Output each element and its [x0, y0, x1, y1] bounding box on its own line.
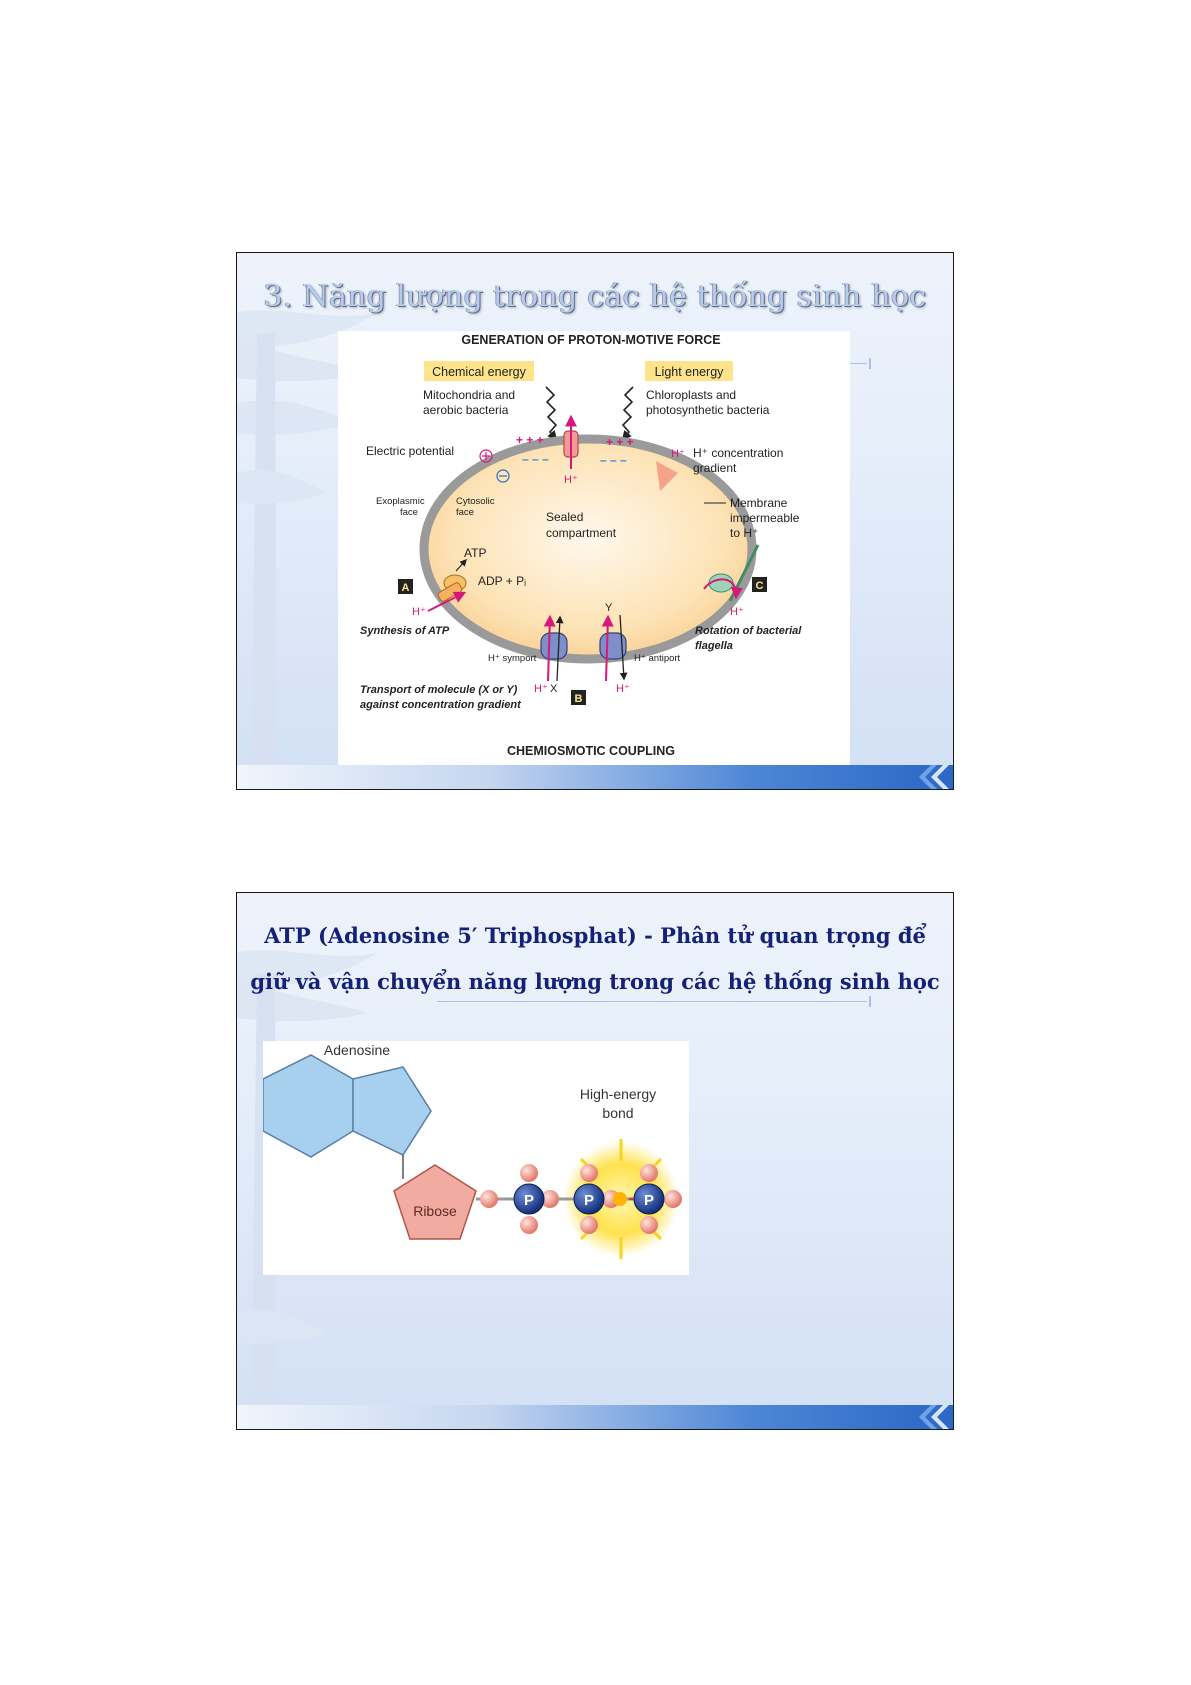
beta-phosphate-label: P: [584, 1192, 594, 1209]
membrane-line2: impermeable: [730, 511, 800, 525]
h-a-label: H⁺: [412, 606, 426, 618]
label-b-box: [571, 690, 586, 705]
transport-line2: against concentration gradient: [360, 699, 522, 711]
chevron-left-icon: [919, 1405, 949, 1429]
label-c-box: [752, 577, 767, 592]
gamma-phosphate: [633, 1183, 665, 1215]
ribose-label: Ribose: [413, 1203, 457, 1219]
beta-phosphate: [573, 1183, 605, 1215]
alpha-phosphate-label: P: [524, 1192, 534, 1209]
light-energy-box: [645, 361, 733, 381]
symport-label: H⁺ symport: [488, 653, 537, 664]
slide-title-line2: giữ và vận chuyển năng lượng trong các h…: [250, 969, 940, 994]
h-top-label: H⁺: [564, 474, 578, 486]
adenosine-label: Adenosine: [324, 1042, 390, 1058]
light-energy-label: Light energy: [655, 365, 725, 379]
chemical-sources-line2: aerobic bacteria: [423, 403, 509, 417]
slide-title: ATP (Adenosine 5′ Triphosphat) - Phân tử…: [237, 913, 953, 1005]
bond-cleavage-point: [613, 1192, 627, 1206]
atp-synthase-stalk: [437, 582, 463, 602]
slide-bottom-bar: [237, 765, 953, 789]
rotation-line2: flagella: [695, 640, 733, 652]
sealed-line1: Sealed: [546, 510, 583, 524]
light-sources-line2: photosynthetic bacteria: [646, 403, 770, 417]
antiport-proton-arrow: [601, 614, 614, 682]
symport-transporter: [540, 632, 568, 660]
concentration-line2: gradient: [693, 461, 737, 475]
x-label: X: [550, 683, 558, 695]
symport-x-arrow: [555, 615, 564, 682]
label-b: B: [575, 693, 583, 705]
adenine-pentagon: [352, 1066, 432, 1156]
gradient-wedge-icon: [656, 461, 678, 491]
membrane-line1: Membrane: [730, 496, 788, 510]
antiport-y-arrow: [619, 614, 628, 681]
slide-energy-systems: 3. Năng lượng trong các hệ thống sinh họ…: [236, 252, 954, 790]
plus-charges-right: + + +: [606, 435, 634, 449]
label-a: A: [402, 582, 410, 594]
atp-proton-arrow: [427, 591, 467, 612]
chemical-energy-label: Chemical energy: [432, 365, 527, 379]
adp-label: ADP + Pᵢ: [478, 574, 526, 588]
rotation-line1: Rotation of bacterial: [695, 625, 802, 637]
y-label: Y: [605, 602, 613, 614]
concentration-line1: H⁺ concentration: [693, 446, 783, 460]
bond-label-line2: bond: [602, 1105, 633, 1121]
chemical-energy-box: [424, 361, 534, 381]
ribose-pentagon: [393, 1164, 477, 1240]
symport-proton-arrow: [543, 614, 556, 682]
chemical-energy-arrow: [545, 386, 558, 441]
label-c: C: [756, 580, 764, 592]
exoplasmic-line2: face: [400, 507, 418, 518]
synthesis-label: Synthesis of ATP: [360, 625, 450, 637]
exoplasmic-line1: Exoplasmic: [376, 496, 425, 507]
flagellar-motor: [708, 573, 734, 593]
plus-sign-icon: [479, 449, 493, 463]
electric-potential-label: Electric potential: [366, 444, 454, 458]
proton-motive-force-figure: GENERATION OF PROTON-MOTIVE FORCE Chemic…: [338, 331, 850, 767]
chemical-sources-line1: Mitochondria and: [423, 388, 515, 402]
gamma-phosphate-label: P: [644, 1192, 654, 1209]
plus-sign-icon-mark: [482, 452, 490, 460]
label-a-box: [398, 579, 413, 594]
slide-bottom-bar: [237, 1405, 953, 1429]
title-underline: [437, 996, 871, 1007]
sealed-compartment-membrane: [419, 434, 757, 664]
chevron-left-icon: [919, 765, 949, 789]
h-b-label: H⁺: [616, 683, 630, 695]
figure-footer: CHEMIOSMOTIC COUPLING: [507, 744, 675, 758]
flagella-rotation-arrow: [703, 578, 743, 600]
slide-title-line1: ATP (Adenosine 5′ Triphosphat) - Phân tử…: [264, 923, 926, 948]
atp-structure-figure: Adenosine High-energy bond Ribose: [262, 1041, 689, 1275]
atp-label: ATP: [464, 546, 486, 560]
alpha-phosphate: [513, 1183, 545, 1215]
adenine-hexagon: [262, 1054, 354, 1158]
membrane-line3: to H⁺: [730, 526, 758, 540]
minus-sign-icon: [496, 469, 510, 483]
light-energy-arrow: [621, 386, 634, 441]
antiport-label: H⁺ antiport: [634, 653, 681, 664]
cytosolic-line1: Cytosolic: [456, 496, 495, 507]
slide-title: 3. Năng lượng trong các hệ thống sinh họ…: [263, 279, 927, 314]
cytosolic-line2: face: [456, 507, 474, 518]
slide-atp: ATP (Adenosine 5′ Triphosphat) - Phân tử…: [236, 892, 954, 1430]
plus-charges-left: + + +: [516, 433, 544, 447]
light-sources-line1: Chloroplasts and: [646, 388, 736, 402]
atp-arrow: [455, 558, 467, 572]
bond-label-line1: High-energy: [580, 1086, 656, 1102]
h-x-label: H⁺: [534, 683, 548, 695]
transport-line1: Transport of molecule (X or Y): [360, 684, 518, 696]
minus-charges-left: – – –: [522, 452, 549, 466]
minus-charges-right: – – –: [600, 453, 627, 467]
h-c-label: H⁺: [730, 606, 744, 618]
figure-heading: GENERATION OF PROTON-MOTIVE FORCE: [461, 333, 720, 347]
sealed-line2: compartment: [546, 526, 617, 540]
h-gradient-label: H⁺: [671, 448, 685, 460]
